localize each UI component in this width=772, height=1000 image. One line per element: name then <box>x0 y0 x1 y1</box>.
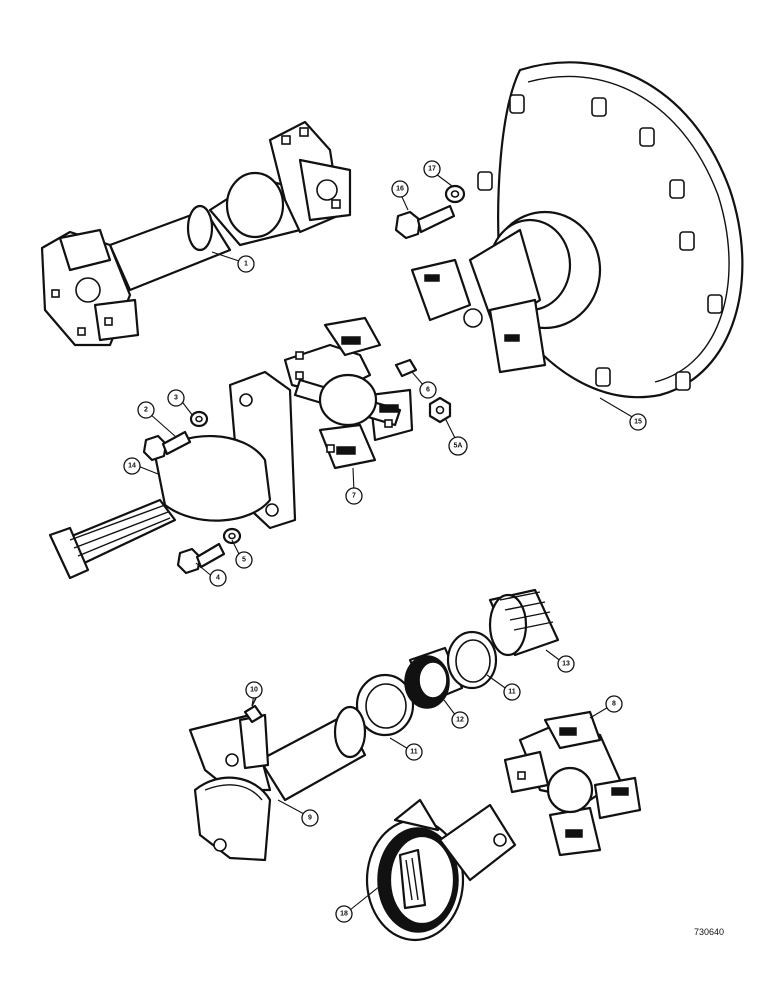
callout-7: 7 <box>345 487 363 505</box>
grease-fitting-6 <box>394 358 418 378</box>
slip-yoke <box>188 705 367 862</box>
svg-text:16: 16 <box>396 186 404 193</box>
bolt-2 <box>142 430 192 462</box>
splined-shaft-yoke <box>48 370 297 580</box>
callout-11-left: 11 <box>405 743 423 761</box>
universal-joint-cross-8 <box>503 710 642 857</box>
svg-text:15: 15 <box>634 419 642 426</box>
svg-text:5: 5 <box>242 557 246 564</box>
svg-text:5A: 5A <box>454 443 463 450</box>
callout-1: 1 <box>237 255 255 273</box>
bolt-4 <box>176 542 226 575</box>
sleeve-13 <box>488 588 560 657</box>
svg-text:18: 18 <box>340 911 348 918</box>
svg-text:14: 14 <box>128 463 136 470</box>
svg-text:6: 6 <box>426 387 430 394</box>
grease-fitting-10 <box>243 697 264 724</box>
callout-14: 14 <box>123 457 141 475</box>
bearing-12 <box>404 646 464 709</box>
bolt-16 <box>394 204 456 240</box>
svg-text:9: 9 <box>308 815 312 822</box>
svg-text:11: 11 <box>508 689 516 696</box>
figure-reference-number: 730640 <box>694 927 724 937</box>
callout-17: 17 <box>423 160 441 178</box>
svg-text:2: 2 <box>144 407 148 414</box>
callout-15: 15 <box>629 413 647 431</box>
callout-5: 5 <box>235 551 253 569</box>
callout-18: 18 <box>335 905 353 923</box>
callout-10: 10 <box>245 681 263 699</box>
flange-housing <box>410 61 744 399</box>
callout-bubbles: 1 2 3 4 5 5A 6 7 8 9 10 11 11 12 13 14 1… <box>123 160 647 923</box>
callout-5a: 5A <box>448 436 468 456</box>
svg-text:17: 17 <box>428 166 436 173</box>
callout-4: 4 <box>209 569 227 587</box>
svg-text:1: 1 <box>244 261 248 268</box>
svg-text:4: 4 <box>216 575 220 582</box>
callout-6: 6 <box>419 381 437 399</box>
svg-text:10: 10 <box>250 687 258 694</box>
seal-ring-11-left <box>355 673 415 737</box>
seal-ring-11-right <box>446 630 498 690</box>
washer-3 <box>189 410 209 428</box>
svg-text:12: 12 <box>456 717 464 724</box>
callout-12: 12 <box>451 711 469 729</box>
drive-shaft-assembly <box>40 120 352 347</box>
svg-text:7: 7 <box>352 493 356 500</box>
svg-text:8: 8 <box>612 701 616 708</box>
universal-joint-cross <box>283 316 414 470</box>
washer-5 <box>222 527 242 545</box>
callout-11-right: 11 <box>503 683 521 701</box>
callout-8: 8 <box>605 695 623 713</box>
companion-flange <box>365 798 517 942</box>
callout-13: 13 <box>557 655 575 673</box>
callout-9: 9 <box>301 809 319 827</box>
callout-2: 2 <box>137 401 155 419</box>
svg-text:13: 13 <box>562 661 570 668</box>
washer-17 <box>444 184 466 204</box>
callout-3: 3 <box>167 389 185 407</box>
svg-text:3: 3 <box>174 395 178 402</box>
callout-16: 16 <box>391 180 409 198</box>
nut-5a <box>428 396 452 424</box>
svg-text:11: 11 <box>410 749 418 756</box>
